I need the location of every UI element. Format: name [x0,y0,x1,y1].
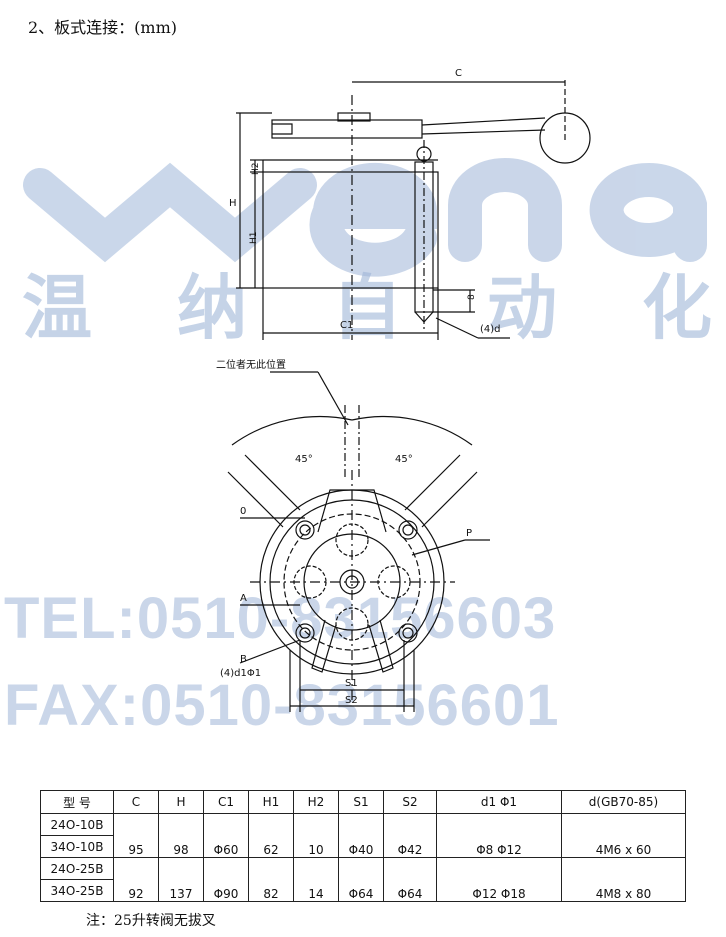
cell-c1: Φ90 [203,857,249,902]
cell-h1: 62 [248,813,294,858]
col-header-h2: H2 [293,790,339,814]
col-header-d: d(GB70-85) [561,790,686,814]
cell-model: 24O-25B [40,857,114,880]
hole-d1-label: (4)d1Φ1 [220,668,261,679]
cell-model: 24O-10B [40,813,114,836]
cell-d: 4M8 x 80 [561,857,686,902]
cell-h2: 10 [293,813,339,858]
dim-label-h: H [229,198,237,209]
page-heading: 2、板式连接：(mm) [28,18,178,37]
col-header-d1: d1 Φ1 [436,790,562,814]
dim-label-s2: S2 [345,695,358,706]
cell-h2: 14 [293,857,339,902]
fax-watermark: FAX:0510-83156601 [4,673,560,738]
valve-body-side [262,171,439,289]
dim-label-8: 8 [467,294,477,300]
col-header-h1: H1 [248,790,294,814]
cell-s2: Φ42 [383,813,437,858]
col-header-s2: S2 [383,790,437,814]
cell-h: 137 [158,857,204,902]
port-b-label: B [240,654,247,665]
lever-arm [271,119,423,139]
angle-left-label: 45° [295,454,313,465]
col-header-model: 型 号 [40,790,114,814]
wm-char-2: 纳 [177,267,247,349]
cell-h1: 82 [248,857,294,902]
cell-s2: Φ64 [383,857,437,902]
port-0-label: 0 [240,506,246,517]
cell-model: 34O-10B [40,835,114,858]
cell-s1: Φ64 [338,857,384,902]
port-p-label: P [466,528,472,539]
table-row: 34O-10B [40,835,686,858]
wm-char-1: 温 [22,267,92,349]
spec-table: 型 号 C H C1 H1 H2 S1 S2 d1 Φ1 d(GB70-85) … [40,790,686,902]
col-header-c1: C1 [203,790,249,814]
angle-right-label: 45° [395,454,413,465]
dim-label-h1: H1 [249,232,259,245]
cell-d1: Φ8 Φ12 [436,813,562,858]
tel-watermark: TEL:0510-83156603 [4,586,557,651]
dim-label-s1: S1 [345,678,358,689]
cell-h: 98 [158,813,204,858]
col-header-s1: S1 [338,790,384,814]
table-row: 24O-10B 95 98 Φ60 62 10 Φ40 Φ42 Φ8 Φ12 4… [40,813,686,858]
wm-char-4: 动 [487,267,557,349]
cell-c1: Φ60 [203,813,249,858]
cell-d1: Φ12 Φ18 [436,857,562,902]
dim-label-c: C [455,68,462,79]
dim-label-4d: (4)d [480,324,501,335]
table-row: 34O-25B [40,879,686,902]
dim-label-h2: H2 [251,163,261,176]
cell-model: 34O-25B [40,879,114,902]
wm-char-3: 自 [332,267,402,349]
wm-char-5: 化 [642,267,712,349]
position-note-label: 二位者无此位置 [216,358,286,371]
dim-label-c1: C1 [340,320,353,331]
cell-d: 4M6 x 60 [561,813,686,858]
cell-s1: Φ40 [338,813,384,858]
footnote: 注：25升转阀无拔叉 [86,913,216,929]
port-a-label: A [240,593,247,604]
table-row: 24O-25B 92 137 Φ90 82 14 Φ64 Φ64 Φ12 Φ18… [40,857,686,902]
chinese-watermark: 温 纳 自 动 化 [22,252,712,353]
col-header-c: C [113,790,159,814]
table-header-row: 型 号 C H C1 H1 H2 S1 S2 d1 Φ1 d(GB70-85) [40,790,686,814]
cell-c: 95 [113,813,159,858]
col-header-h: H [158,790,204,814]
cell-c: 92 [113,857,159,902]
